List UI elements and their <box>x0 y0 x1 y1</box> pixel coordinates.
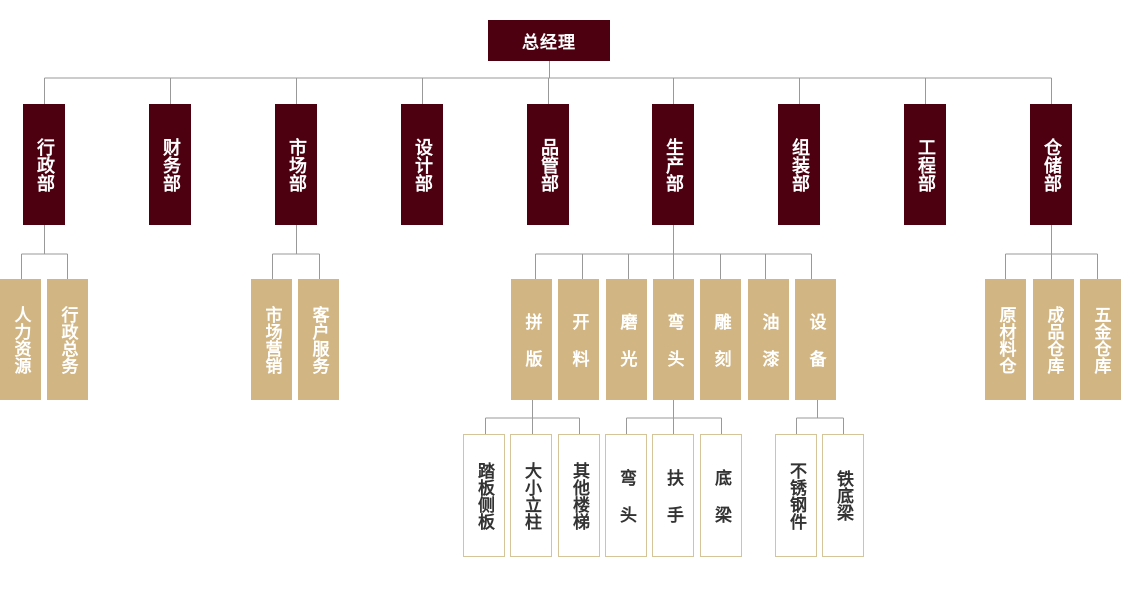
dept-quality: 品管部 <box>527 104 569 225</box>
sub-finished-goods: 成品仓库 <box>1033 279 1074 400</box>
sub-painting: 油漆 <box>748 279 789 400</box>
sub-marketing-sales: 市场营销 <box>251 279 292 400</box>
leaf-other-stairs: 其他楼梯 <box>558 434 600 557</box>
sub-customer-service: 客户服务 <box>298 279 339 400</box>
dept-marketing: 市场部 <box>275 104 317 225</box>
dept-engineering: 工程部 <box>904 104 946 225</box>
general-manager-box: 总经理 <box>488 20 610 61</box>
leaf-tread-side-panel: 踏板侧板 <box>463 434 505 557</box>
sub-polishing: 磨光 <box>606 279 647 400</box>
sub-hr: 人力资源 <box>0 279 41 400</box>
leaf-iron-beam: 铁底梁 <box>822 434 864 557</box>
sub-cutting: 开料 <box>558 279 599 400</box>
sub-carving: 雕刻 <box>700 279 741 400</box>
sub-equipment: 设备 <box>795 279 836 400</box>
leaf-posts: 大小立柱 <box>510 434 552 557</box>
dept-design: 设计部 <box>401 104 443 225</box>
dept-finance: 财务部 <box>149 104 191 225</box>
sub-raw-material: 原材料仓 <box>985 279 1026 400</box>
sub-bend: 弯头 <box>653 279 694 400</box>
leaf-stainless-parts: 不锈钢件 <box>775 434 817 557</box>
dept-production: 生产部 <box>652 104 694 225</box>
dept-warehouse: 仓储部 <box>1030 104 1072 225</box>
dept-assembly: 组装部 <box>778 104 820 225</box>
sub-hardware: 五金仓库 <box>1080 279 1121 400</box>
dept-admin: 行政部 <box>23 104 65 225</box>
sub-panel: 拼版 <box>511 279 552 400</box>
leaf-bend: 弯头 <box>605 434 647 557</box>
leaf-bottom-beam: 底梁 <box>700 434 742 557</box>
leaf-handrail: 扶手 <box>652 434 694 557</box>
sub-admin-general: 行政总务 <box>47 279 88 400</box>
